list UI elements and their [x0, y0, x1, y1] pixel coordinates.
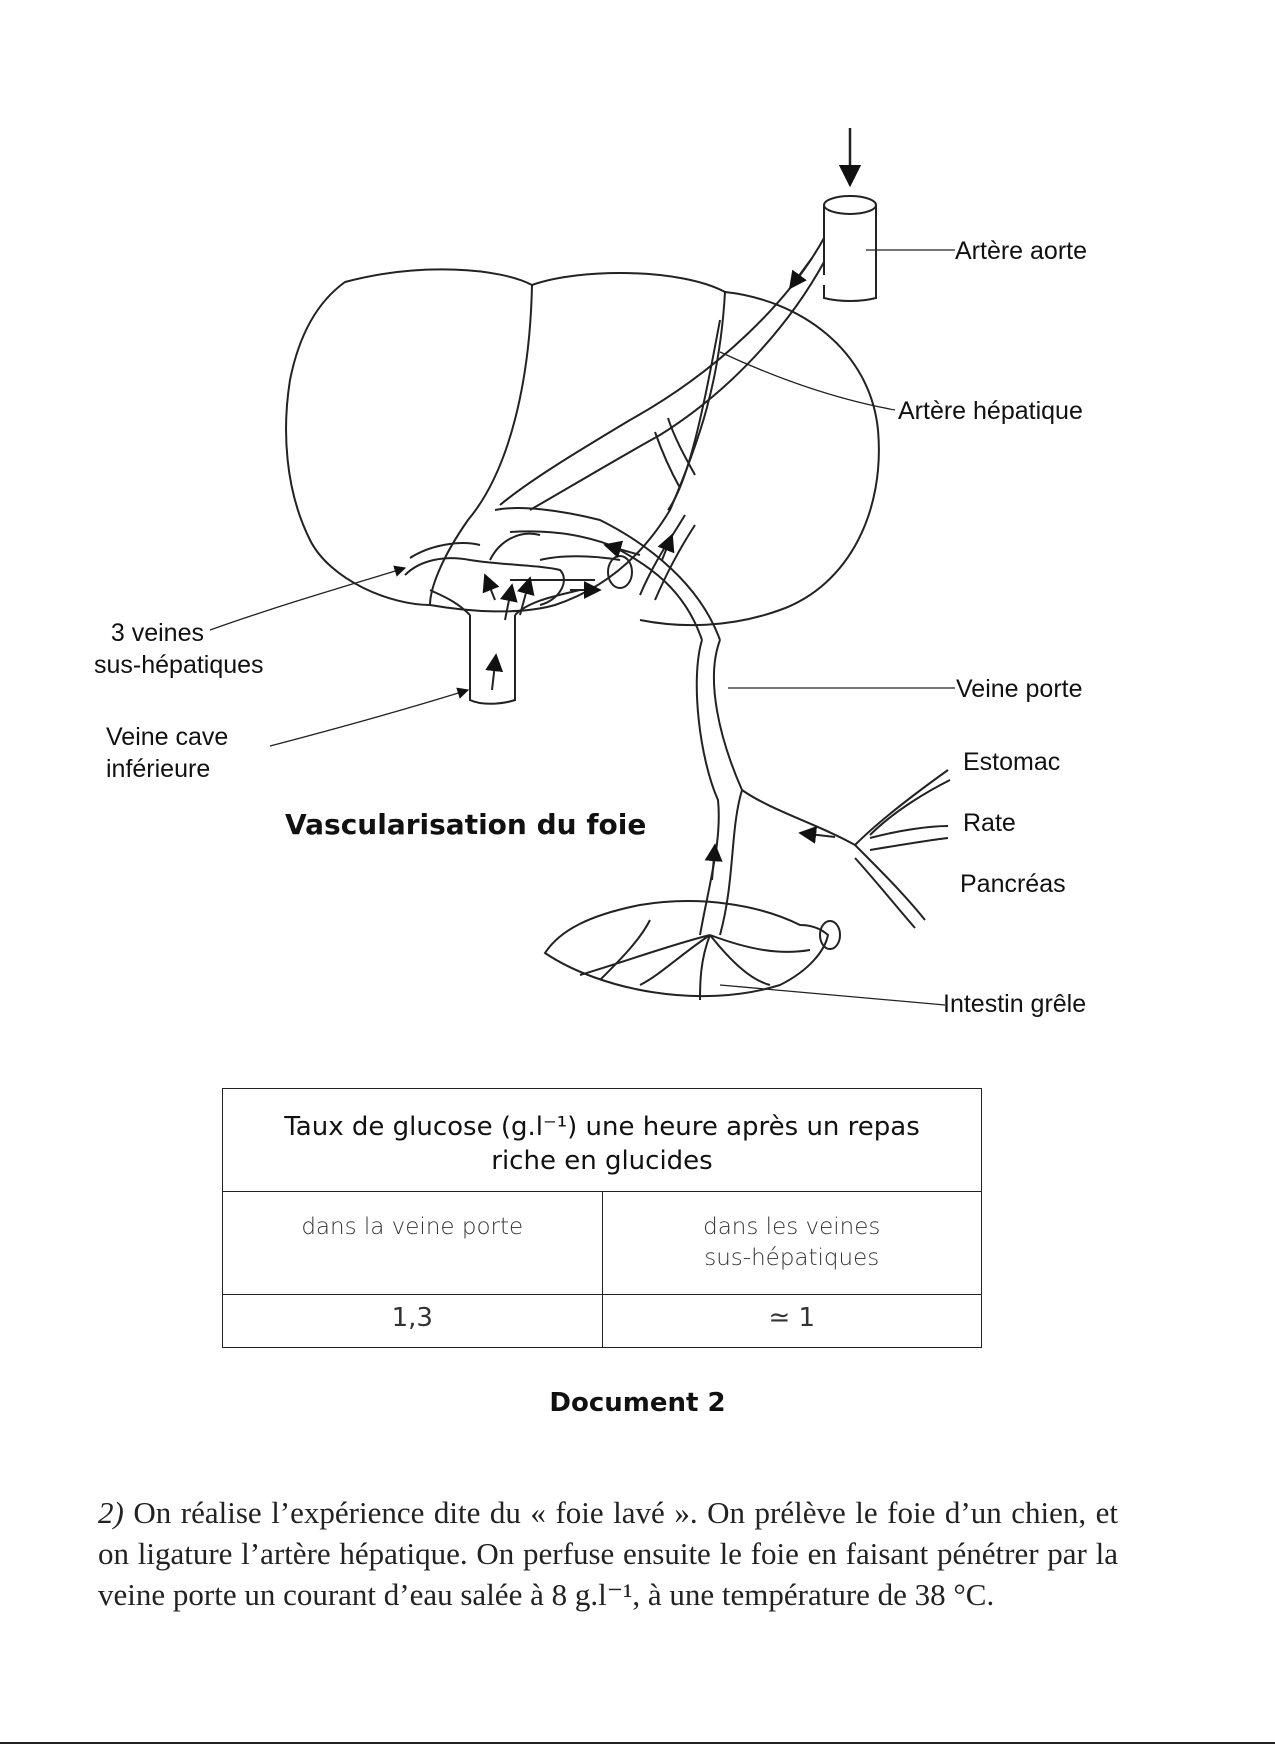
label-rate: Rate: [963, 809, 1016, 837]
leader-sus-hep: [209, 565, 407, 631]
label-veine-porte: Veine porte: [956, 675, 1083, 703]
flow-arrow-porte-up: [704, 843, 723, 881]
veine-porte-entry: [607, 555, 633, 589]
artere-hepatique: [499, 237, 825, 511]
label-artere-hepatique: Artère hépatique: [898, 397, 1083, 425]
flow-arrow-cave-1: [485, 653, 504, 691]
branch-pancreas: [854, 844, 926, 929]
leader-veine-cave: [269, 687, 470, 747]
table-header-line1: Taux de glucose (g.l⁻¹) une heure après …: [284, 1112, 920, 1142]
flow-arrow-branch: [798, 825, 836, 844]
aorte-body: [823, 205, 877, 302]
mesentery-vessels: [579, 919, 811, 1001]
intestin-grele: [543, 900, 830, 998]
table-value-veine-porte: 1,3: [222, 1293, 603, 1348]
flow-arrow-cave-4: [482, 573, 500, 601]
flow-arrow-hepatique: [788, 257, 813, 290]
label-sus-hep-2: sus-hépatiques: [94, 651, 264, 679]
label-pancreas: Pancréas: [960, 870, 1066, 898]
table-header: Taux de glucose (g.l⁻¹) une heure après …: [222, 1088, 982, 1192]
leader-hepatique: [719, 351, 896, 411]
label-sus-hep-1: 3 veines: [110, 619, 204, 647]
table-value-sus-hepatiques: ≃ 1: [601, 1293, 982, 1348]
question-text: On réalise l’expérience dite du « foie l…: [98, 1495, 1118, 1612]
flow-arrow-cave-2: [499, 583, 518, 621]
veine-porte-fork: [639, 514, 696, 601]
liver-hilum: [404, 557, 565, 606]
table-col-sus-hepatiques: dans les veines sus-hépatiques: [601, 1190, 982, 1295]
label-artere-aorte: Artère aorte: [955, 237, 1088, 265]
veines-sus-hepatiques: [409, 532, 621, 582]
intestin-end: [819, 920, 841, 950]
question-number: 2): [98, 1495, 124, 1530]
artere-hepatique-branch: [654, 417, 696, 489]
branch-estomac: [854, 769, 951, 846]
liver-vascularisation-diagram: [209, 128, 955, 1006]
liver-left-lobe: [285, 268, 534, 607]
col-sus-hep-line1: dans les veines: [703, 1213, 881, 1240]
col-veine-porte-label: dans la veine porte: [301, 1213, 524, 1240]
label-veine-cave-1: Veine cave: [106, 723, 229, 751]
flow-arrow-cave-3: [517, 576, 535, 616]
veine-porte: [695, 639, 856, 936]
leader-intestin: [719, 984, 946, 1006]
glucose-table: Taux de glucose (g.l⁻¹) une heure après …: [222, 1088, 982, 1348]
label-veine-cave-2: inférieure: [106, 755, 211, 783]
label-estomac: Estomac: [963, 748, 1061, 776]
col-sus-hep-line2: sus-hépatiques: [704, 1244, 880, 1271]
branch-rate: [869, 825, 949, 851]
diagram-title: Vascularisation du foie: [285, 808, 647, 841]
question-paragraph: 2) On réalise l’expérience dite du « foi…: [98, 1492, 1118, 1615]
aorte-top: [823, 195, 877, 215]
document-caption: Document 2: [549, 1388, 726, 1418]
label-intestin-grele: Intestin grêle: [943, 990, 1087, 1018]
table-header-line2: riche en glucides: [491, 1145, 713, 1176]
veine-cave-inferieure: [429, 589, 581, 705]
flow-arrow-fork: [657, 533, 675, 561]
liver-right-lobe: [639, 291, 880, 627]
table-col-veine-porte: dans la veine porte: [222, 1190, 603, 1295]
liver-fold: [667, 319, 721, 511]
bottom-rule: [0, 1742, 1275, 1744]
flow-arrow-porte-liver: [603, 540, 641, 559]
